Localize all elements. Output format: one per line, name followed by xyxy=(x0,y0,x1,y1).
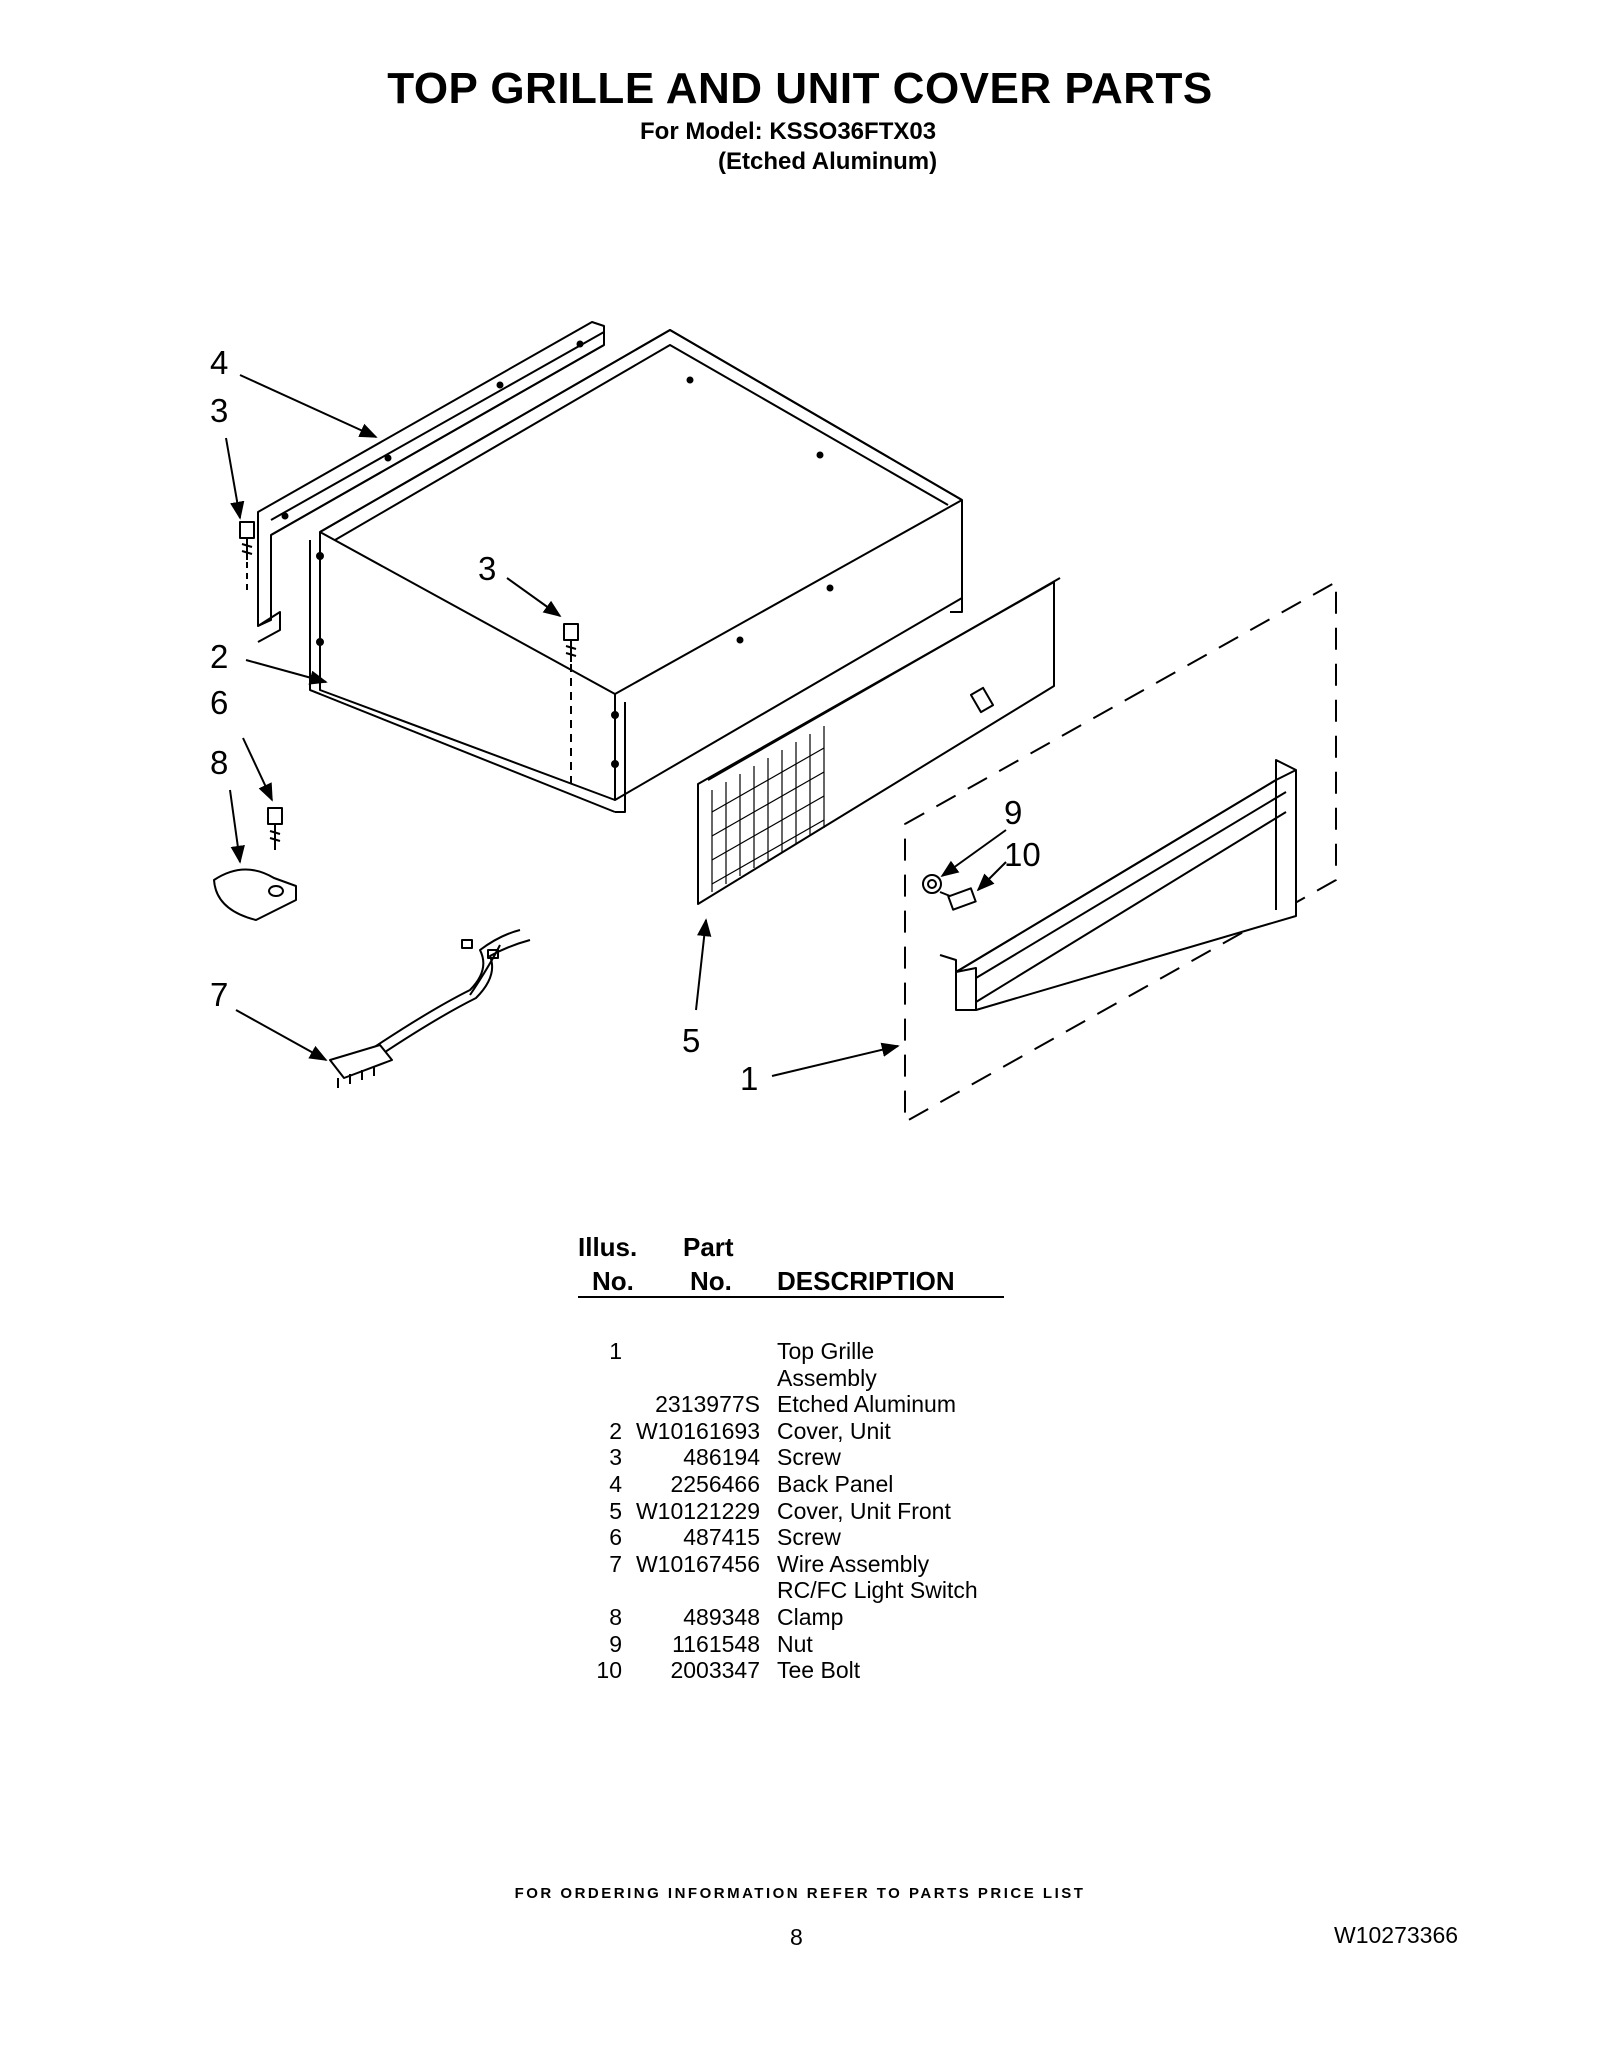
tee-bolt-part10-drawing xyxy=(939,887,977,911)
exploded-parts-diagram: 4 3 3 2 6 8 9 10 7 5 1 xyxy=(210,321,1337,1123)
header-rule xyxy=(578,1296,1004,1298)
table-cell-part-no: 2313977S xyxy=(655,1391,760,1418)
callout-10: 10 xyxy=(1004,836,1041,873)
table-cell-description: Cover, Unit Front xyxy=(777,1497,951,1524)
callout-4: 4 xyxy=(210,344,228,381)
nut-part9-drawing xyxy=(922,874,942,894)
table-cell-description: Nut xyxy=(777,1630,813,1657)
table-cell-illus-no: 5 xyxy=(609,1497,622,1524)
table-cell-description: Wire Assembly xyxy=(777,1550,930,1577)
back-panel-drawing xyxy=(257,321,605,643)
finish-line: (Etched Aluminum) xyxy=(718,148,938,175)
screw-part3-left-drawing xyxy=(239,521,255,595)
table-cell-illus-no: 3 xyxy=(609,1444,622,1471)
col-header-part-top: Part xyxy=(683,1232,734,1262)
table-cell-description: Assembly xyxy=(777,1364,877,1391)
screw-part3-center-drawing xyxy=(563,623,579,790)
table-cell-description: Screw xyxy=(777,1524,841,1551)
table-cell-part-no: W10121229 xyxy=(635,1497,760,1524)
clamp-part8-drawing xyxy=(213,868,297,921)
table-cell-part-no: W10161693 xyxy=(635,1417,760,1444)
table-cell-description: Clamp xyxy=(777,1604,844,1630)
table-cell-description: Etched Aluminum xyxy=(777,1391,956,1418)
table-cell-description: Screw xyxy=(777,1444,841,1471)
col-header-illus-bottom: No. xyxy=(592,1266,634,1296)
table-cell-illus-no: 9 xyxy=(609,1630,622,1657)
table-cell-illus-no: 10 xyxy=(596,1657,622,1684)
col-header-description: DESCRIPTION xyxy=(777,1266,955,1296)
unit-front-cover-drawing xyxy=(697,577,1061,905)
screw-part6-drawing xyxy=(267,807,283,850)
callout-6: 6 xyxy=(210,684,228,721)
table-cell-part-no: 489348 xyxy=(683,1604,760,1630)
callout-3-center: 3 xyxy=(478,550,496,587)
table-cell-description: Tee Bolt xyxy=(777,1657,861,1684)
wire-assembly-part7-drawing xyxy=(329,929,531,1088)
table-cell-part-no: 486194 xyxy=(683,1444,760,1471)
table-cell-description: RC/FC Light Switch xyxy=(777,1577,978,1604)
top-grille-assembly-drawing xyxy=(904,581,1337,1123)
col-header-illus-top: Illus. xyxy=(578,1232,638,1262)
callout-8: 8 xyxy=(210,744,228,781)
callout-2: 2 xyxy=(210,638,228,675)
ordering-note: FOR ORDERING INFORMATION REFER TO PARTS … xyxy=(514,1885,1086,1902)
table-cell-illus-no: 2 xyxy=(609,1417,622,1444)
table-cell-part-no: 2256466 xyxy=(670,1471,760,1497)
table-cell-illus-no: 7 xyxy=(609,1550,622,1577)
page-number: 8 xyxy=(790,1924,803,1950)
unit-cover-drawing xyxy=(309,329,963,813)
table-cell-part-no: W10167456 xyxy=(635,1550,760,1577)
col-header-part-bottom: No. xyxy=(690,1266,732,1296)
callout-1: 1 xyxy=(740,1060,758,1097)
table-cell-illus-no: 4 xyxy=(609,1471,622,1497)
callout-9: 9 xyxy=(1004,794,1022,831)
table-cell-illus-no: 8 xyxy=(609,1604,622,1630)
page-title: TOP GRILLE AND UNIT COVER PARTS xyxy=(387,64,1213,113)
table-cell-description: Back Panel xyxy=(777,1471,894,1497)
table-cell-part-no: 2003347 xyxy=(670,1657,760,1684)
table-cell-illus-no: 6 xyxy=(609,1524,622,1551)
table-cell-description: Top Grille xyxy=(777,1338,875,1364)
table-cell-description: Cover, Unit xyxy=(777,1417,891,1444)
callout-7: 7 xyxy=(210,976,228,1013)
callout-5: 5 xyxy=(682,1022,700,1059)
table-cell-part-no: 487415 xyxy=(683,1524,760,1551)
callout-3-left: 3 xyxy=(210,392,228,429)
table-cell-illus-no: 1 xyxy=(609,1338,622,1364)
table-cell-part-no: 1161548 xyxy=(672,1630,760,1657)
document-number: W10273366 xyxy=(1334,1922,1459,1948)
model-line: For Model: KSSO36FTX03 xyxy=(640,118,937,145)
